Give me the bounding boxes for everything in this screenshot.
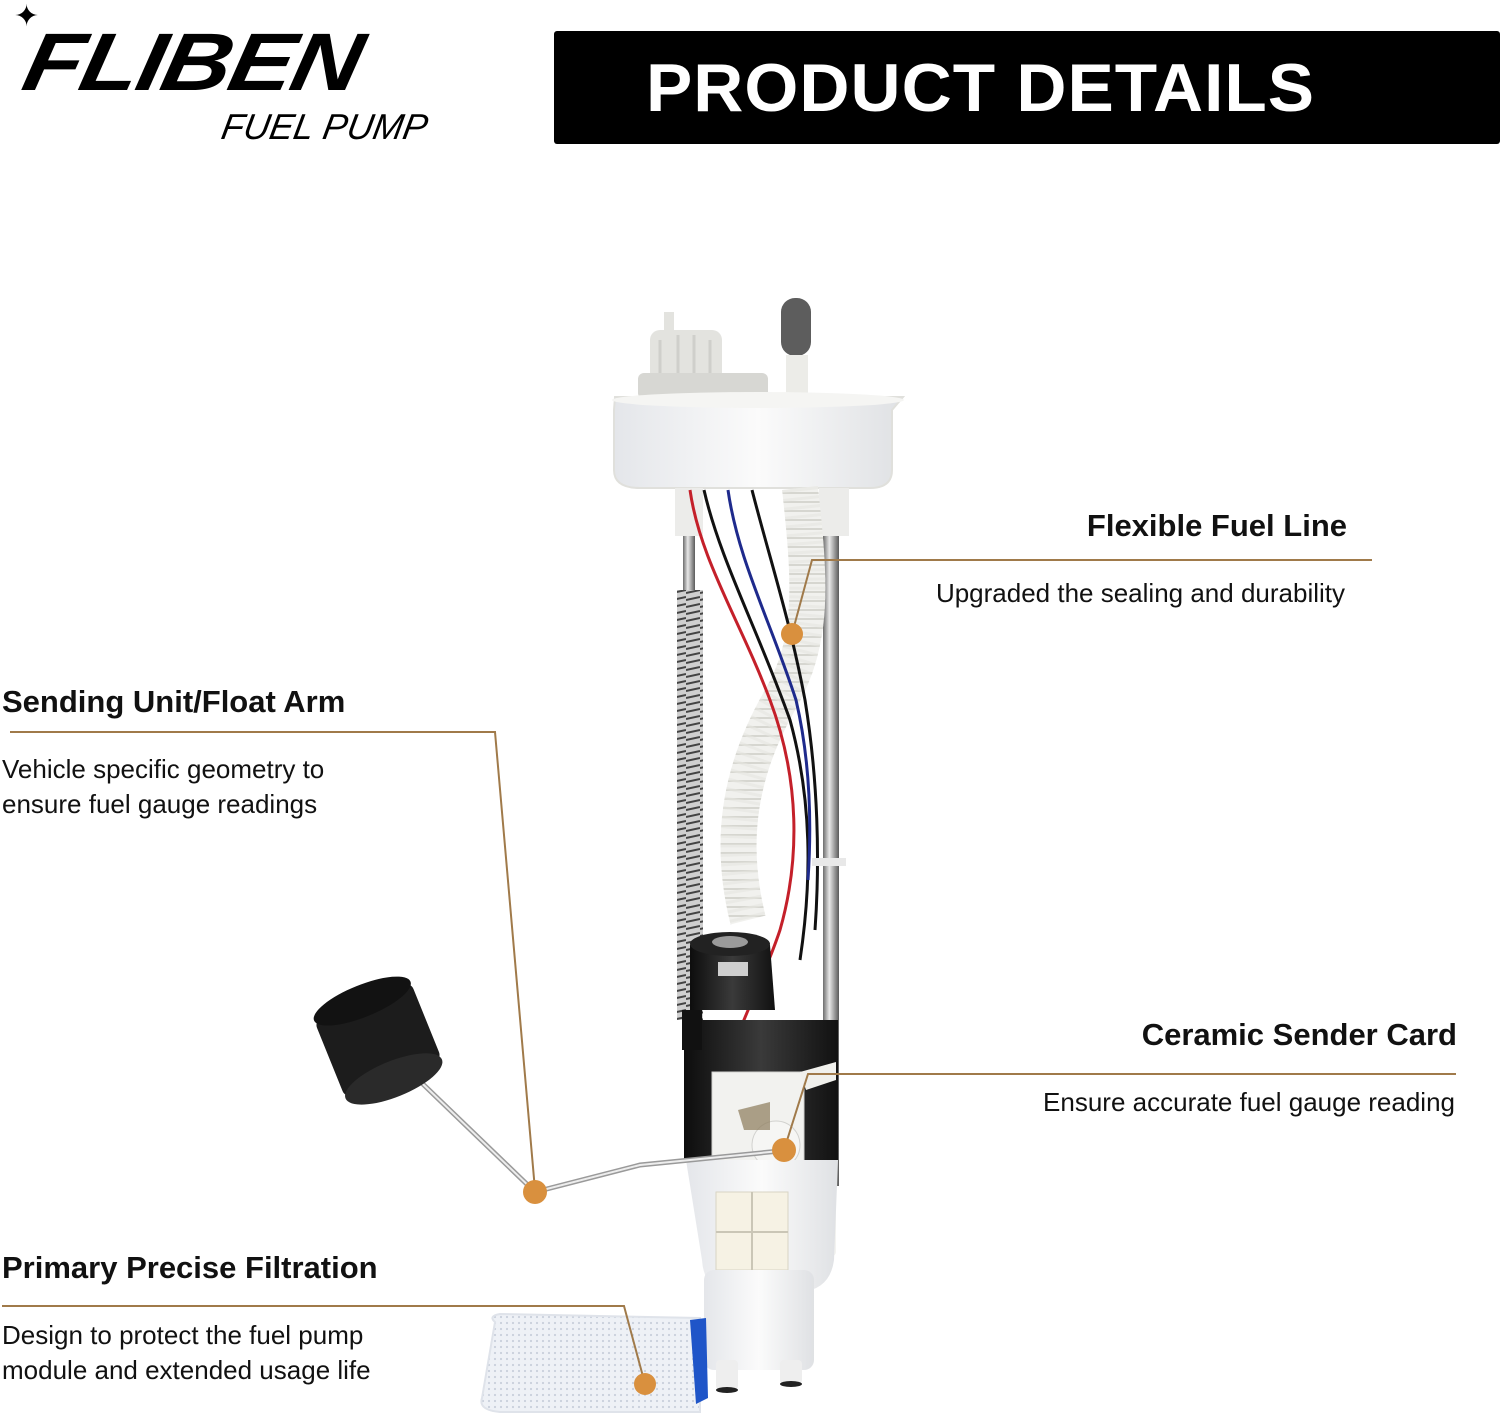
star-icon: ✦ [14, 0, 40, 33]
filter-clip [690, 1318, 708, 1404]
flange-cap [612, 298, 906, 489]
callout-desc-flexible-fuel-line: Upgraded the sealing and durability [935, 578, 1345, 608]
float-arm [313, 976, 791, 1195]
callout-title-primary-filtration: Primary Precise Filtration [2, 1250, 378, 1285]
callout-desc-line: Design to protect the fuel pump [2, 1320, 364, 1350]
callout-title-ceramic-sender-card: Ceramic Sender Card [1141, 1017, 1457, 1052]
callout-dots [523, 623, 803, 1395]
callout-desc-line: module and extended usage life [2, 1355, 371, 1385]
callout-desc-line: ensure fuel gauge readings [2, 789, 318, 819]
callout-desc-ceramic-sender-card: Ensure accurate fuel gauge reading [1043, 1087, 1455, 1117]
callout-desc-line: Vehicle specific geometry to [2, 754, 325, 784]
callout-title-sending-unit: Sending Unit/Float Arm [2, 684, 346, 719]
callout-desc-primary-filtration: Design to protect the fuel pump module a… [2, 1318, 371, 1388]
callout-desc-sending-unit: Vehicle specific geometry to ensure fuel… [2, 752, 324, 822]
filter-sock [480, 1312, 701, 1413]
callout-title-flexible-fuel-line: Flexible Fuel Line [1086, 508, 1347, 543]
page-title: PRODUCT DETAILS [646, 49, 1316, 126]
callout-lines [2, 559, 1456, 1385]
pump-body [682, 932, 838, 1393]
header-banner: PRODUCT DETAILS [554, 31, 1500, 144]
